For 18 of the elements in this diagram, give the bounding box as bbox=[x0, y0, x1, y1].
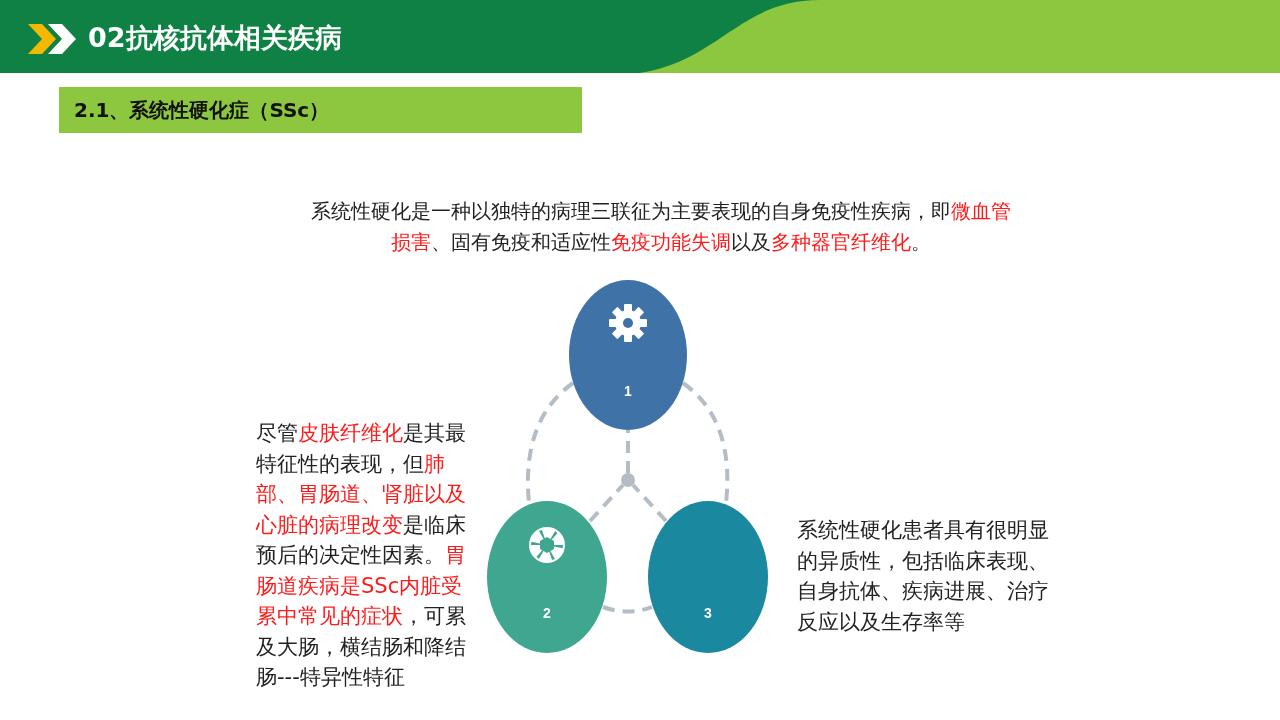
section-heading: 2.1、系统性硬化症（SSc） bbox=[59, 87, 582, 133]
right-paragraph: 系统性硬化患者具有很明显的异质性，包括临床表现、自身抗体、疾病进展、治疗反应以及生存率等 bbox=[797, 517, 1050, 636]
intro-paragraph: 系统性硬化是一种以独特的病理三联征为主要表现的自身免疫性疾病，即微血管损害、固有免疫和适应性免疫功能失调以及多种器官纤维化。 bbox=[311, 198, 1011, 256]
dashed-connector bbox=[626, 430, 630, 473]
node-number: 1 bbox=[623, 383, 633, 399]
left-paragraph: 尽管皮肤纤维化是其最特征性的表现，但肺部、胃肠道、肾脏以及心脏的病理改变是临床预后的决定性因素。胃肠道疾病是SSc内脏受累中常见的症状，可累及大肠，横结肠和降结肠---特异性特征 bbox=[256, 420, 467, 691]
dashed-connector bbox=[631, 483, 668, 523]
circle-node bbox=[648, 501, 768, 653]
slide-title: 02抗核抗体相关疾病 bbox=[88, 21, 342, 55]
dashed-connector bbox=[681, 381, 730, 504]
junction-dot bbox=[621, 473, 635, 487]
dashed-connector bbox=[602, 605, 653, 614]
dashed-connector bbox=[588, 483, 625, 523]
circle-node bbox=[569, 280, 687, 430]
dashed-connector bbox=[526, 381, 575, 504]
node-number: 3 bbox=[703, 605, 713, 621]
node-number: 2 bbox=[542, 605, 552, 621]
circle-node bbox=[487, 501, 607, 653]
